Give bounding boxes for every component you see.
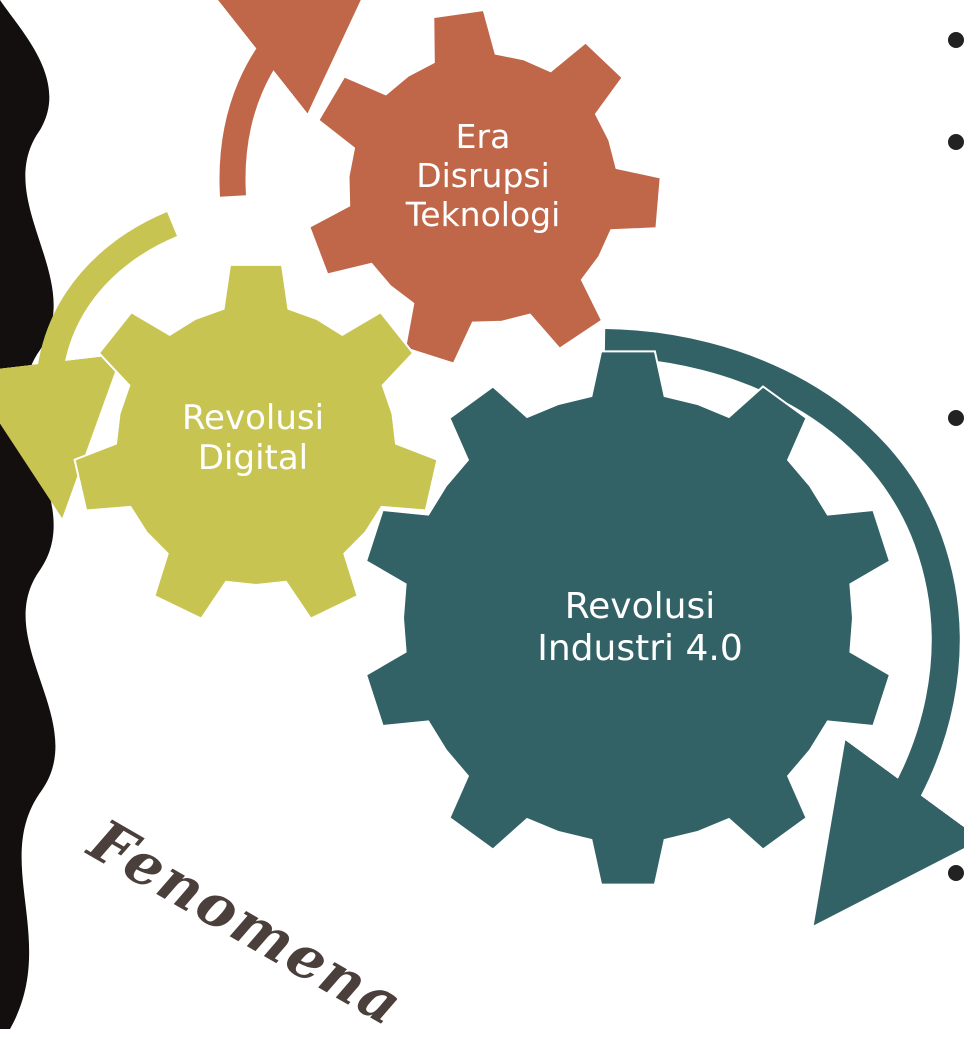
gear-label-line: Revolusi bbox=[181, 398, 325, 438]
gear-label-line: Era bbox=[455, 117, 511, 156]
gear-label-line: Revolusi bbox=[564, 586, 716, 627]
gear-label-revolusi-industri: Revolusi Industri 4.0 bbox=[515, 586, 765, 671]
gear-icon bbox=[364, 350, 892, 886]
cycle-arrow-teal bbox=[604, 329, 964, 926]
cycle-arrow-orange bbox=[210, 0, 382, 197]
gear-icon bbox=[308, 8, 662, 365]
bullet-icon bbox=[948, 410, 964, 426]
gear-label-line: Digital bbox=[197, 438, 309, 479]
gear-label-line: Disrupsi bbox=[416, 155, 550, 195]
gear-label-line: Teknologi bbox=[405, 194, 561, 234]
cycle-arrow-olive bbox=[0, 211, 178, 519]
bullet-icon bbox=[948, 865, 964, 881]
gear-label-revolusi-digital: Revolusi Digital bbox=[158, 398, 348, 478]
left-wavy-band bbox=[0, 0, 56, 1029]
gear-icon bbox=[73, 263, 439, 620]
bullet-icon bbox=[948, 134, 964, 150]
bullet-icon bbox=[948, 32, 964, 48]
gear-label-line: Industri 4.0 bbox=[537, 628, 743, 670]
gear-label-era-disrupsi-teknologi: Era Disrupsi Teknologi bbox=[398, 117, 568, 235]
